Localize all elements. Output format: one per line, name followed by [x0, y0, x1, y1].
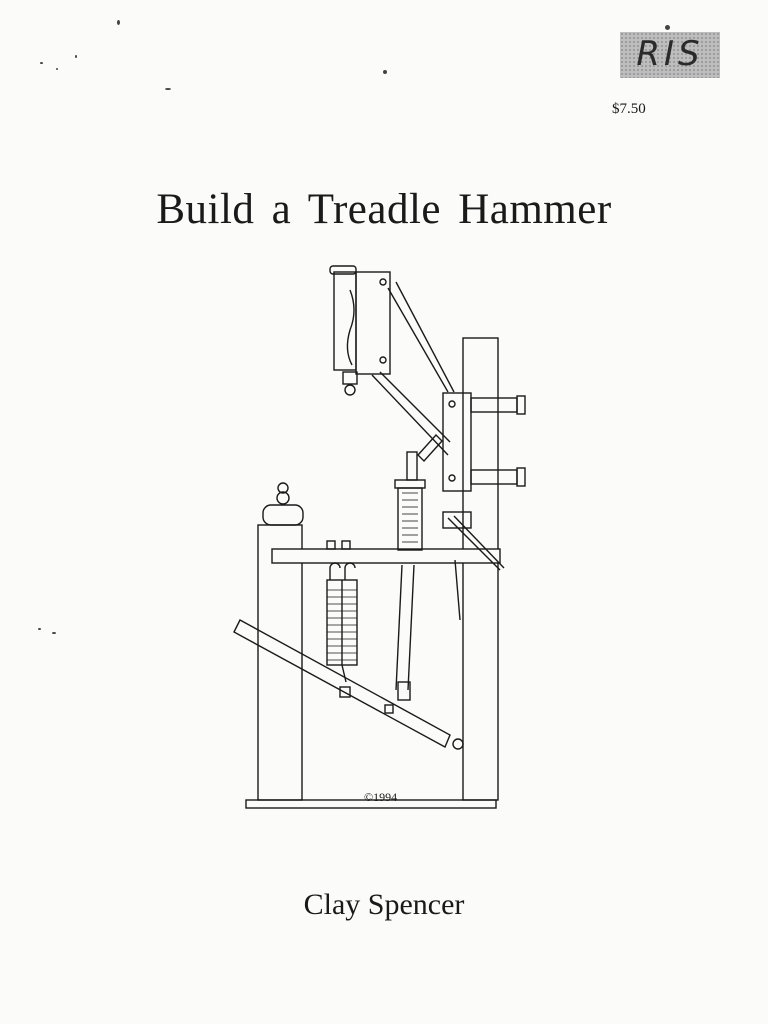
scan-speck: [665, 25, 670, 30]
scan-speck: [75, 55, 77, 58]
scan-speck: [40, 62, 43, 64]
price-label: $7.50: [612, 101, 646, 117]
treadle: [233, 619, 464, 750]
stamp-text: RIS: [636, 34, 704, 74]
treadle-hammer-illustration: ©1994: [233, 265, 526, 809]
scan-speck: [165, 88, 171, 90]
ris-stamp: RIS: [620, 32, 720, 78]
scan-speck: [56, 68, 58, 70]
hammer-head: [329, 265, 391, 396]
crossbar: [271, 548, 501, 564]
anvil-ball: [276, 491, 290, 505]
scan-speck: [38, 628, 41, 630]
spring-stack: [326, 562, 358, 683]
scan-speck: [52, 632, 56, 634]
left-post: [257, 524, 303, 801]
vertical-spring: [394, 451, 426, 551]
scan-speck: [117, 20, 120, 25]
rocker-arms: [371, 281, 455, 456]
copyright-label: ©1994: [364, 790, 397, 804]
page-title: Build a Treadle Hammer: [156, 186, 612, 233]
author-name: Clay Spencer: [303, 888, 465, 921]
right-post: [462, 337, 499, 801]
linkage-rod: [395, 564, 415, 701]
side-handle: [442, 511, 505, 621]
base-plate: [245, 799, 497, 809]
mounting-plate: [417, 392, 526, 492]
anvil-block: [262, 504, 304, 526]
scan-speck: [383, 70, 387, 74]
